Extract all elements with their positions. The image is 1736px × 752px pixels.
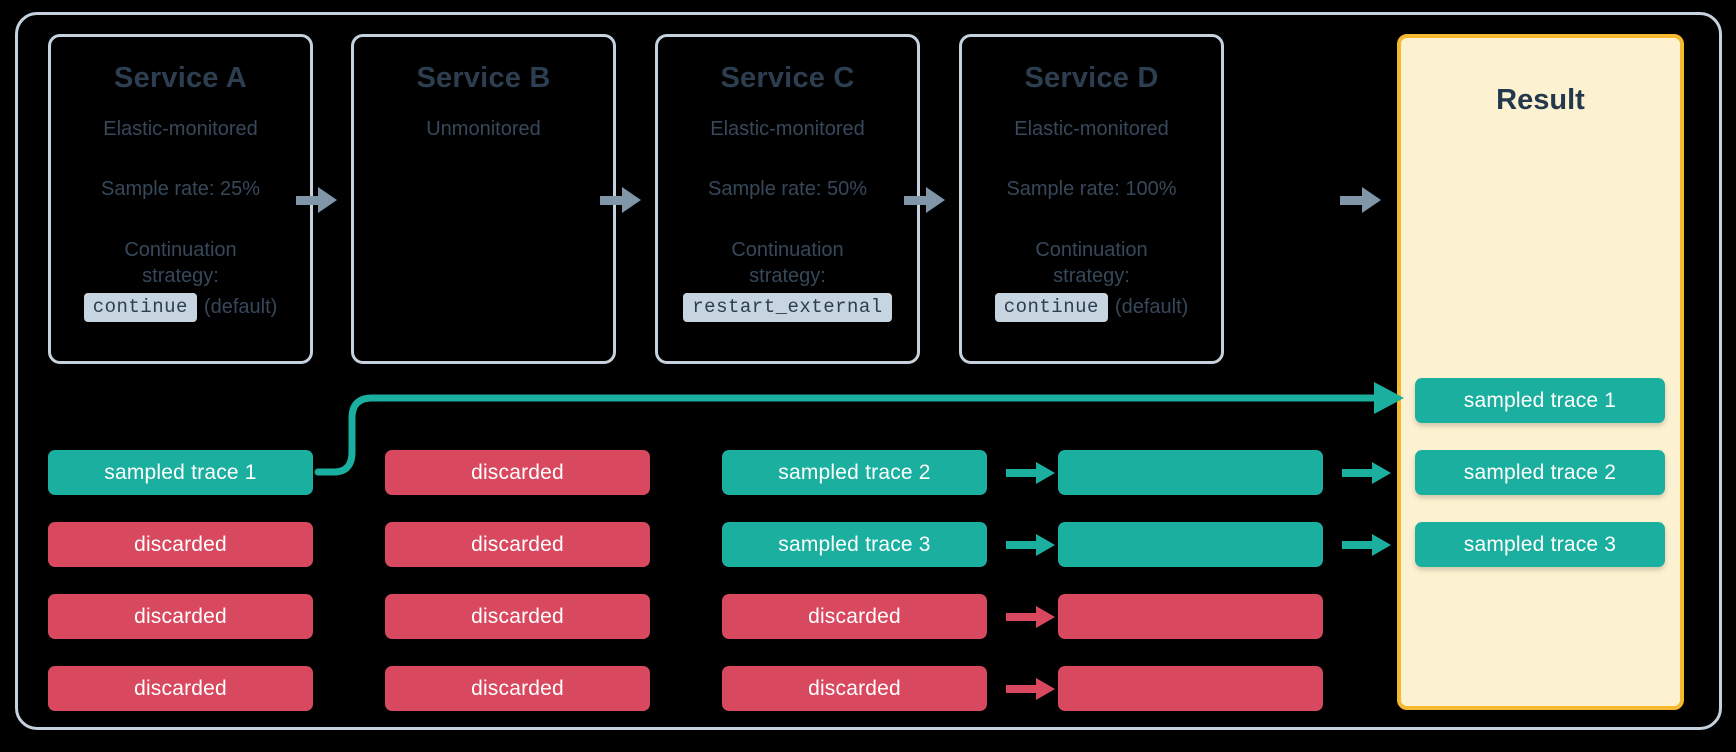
trace-bar-a-row4[interactable]: discarded xyxy=(48,666,313,711)
trace-arrow-c-to-d-row3 xyxy=(1006,606,1058,628)
service-d-continuation-label: Continuation strategy: xyxy=(1035,238,1148,288)
service-c-monitoring: Elastic-monitored xyxy=(710,117,865,140)
service-a-continuation-label: Continuation strategy: xyxy=(124,238,237,288)
trace-bar-a-row1[interactable]: sampled trace 1 xyxy=(48,450,313,495)
trace-arrow-d-to-result-row2 xyxy=(1342,534,1394,556)
service-a-continuation-value: continue xyxy=(83,292,197,322)
arrow-right-icon xyxy=(600,196,624,205)
service-b-monitoring: Unmonitored xyxy=(426,117,541,140)
result-trace-bar-3[interactable]: sampled trace 3 xyxy=(1415,522,1665,567)
service-a-title: Service A xyxy=(114,62,247,94)
service-a-continuation-row: continue (default) xyxy=(83,292,278,322)
trace-arrow-d-to-result-row1 xyxy=(1342,462,1394,484)
service-c-continuation-row: restart_external xyxy=(683,292,892,322)
arrow-right-icon xyxy=(1006,613,1040,621)
trace-bar-d-row2[interactable] xyxy=(1058,522,1323,567)
trace-bar-b-row3[interactable]: discarded xyxy=(385,594,650,639)
trace-arrow-c-to-d-row1 xyxy=(1006,462,1058,484)
trace-bar-b-row2[interactable]: discarded xyxy=(385,522,650,567)
result-title: Result xyxy=(1496,84,1585,116)
service-c-continuation-value: restart_external xyxy=(683,292,892,322)
service-box-c[interactable]: Service C Elastic-monitored Sample rate:… xyxy=(655,34,920,364)
service-d-sample-rate: Sample rate: 100% xyxy=(1006,177,1177,200)
result-trace-bar-1[interactable]: sampled trace 1 xyxy=(1415,378,1665,423)
service-d-continuation-note: (default) xyxy=(1114,295,1189,318)
arrow-right-icon xyxy=(1340,196,1364,205)
service-flow-arrow-c-to-d xyxy=(904,187,945,213)
trace-bar-c-row1[interactable]: sampled trace 2 xyxy=(722,450,987,495)
service-a-sample-rate: Sample rate: 25% xyxy=(101,177,260,200)
trace-bar-d-row3[interactable] xyxy=(1058,594,1323,639)
service-b-title: Service B xyxy=(416,62,551,94)
trace-bar-d-row1[interactable] xyxy=(1058,450,1323,495)
trace-bar-b-row4[interactable]: discarded xyxy=(385,666,650,711)
trace-bar-d-row4[interactable] xyxy=(1058,666,1323,711)
trace-arrow-c-to-d-row4 xyxy=(1006,678,1058,700)
service-a-continuation-note: (default) xyxy=(203,295,278,318)
arrow-right-icon xyxy=(1342,541,1376,549)
service-d-title: Service D xyxy=(1024,62,1159,94)
trace-bar-a-row3[interactable]: discarded xyxy=(48,594,313,639)
service-d-continuation-row: continue (default) xyxy=(994,292,1189,322)
service-box-d[interactable]: Service D Elastic-monitored Sample rate:… xyxy=(959,34,1224,364)
arrow-right-icon xyxy=(1342,469,1376,477)
service-box-a[interactable]: Service A Elastic-monitored Sample rate:… xyxy=(48,34,313,364)
service-c-title: Service C xyxy=(720,62,855,94)
service-d-continuation-value: continue xyxy=(994,292,1108,322)
service-c-continuation-label: Continuation strategy: xyxy=(731,238,844,288)
service-a-monitoring: Elastic-monitored xyxy=(103,117,258,140)
arrow-right-icon xyxy=(1006,541,1040,549)
arrow-right-icon xyxy=(296,196,320,205)
trace-bar-a-row2[interactable]: discarded xyxy=(48,522,313,567)
service-flow-arrow-b-to-c xyxy=(600,187,641,213)
trace-arrow-c-to-d-row2 xyxy=(1006,534,1058,556)
arrow-right-icon xyxy=(1006,685,1040,693)
trace-bar-c-row2[interactable]: sampled trace 3 xyxy=(722,522,987,567)
result-panel: Result xyxy=(1397,34,1684,710)
trace-bar-c-row4[interactable]: discarded xyxy=(722,666,987,711)
service-d-monitoring: Elastic-monitored xyxy=(1014,117,1169,140)
service-box-b[interactable]: Service B Unmonitored xyxy=(351,34,616,364)
service-flow-arrow-d-to-result xyxy=(1340,187,1381,213)
trace-bar-b-row1[interactable]: discarded xyxy=(385,450,650,495)
trace-bar-c-row3[interactable]: discarded xyxy=(722,594,987,639)
arrow-right-icon xyxy=(904,196,928,205)
service-c-sample-rate: Sample rate: 50% xyxy=(708,177,867,200)
arrow-right-icon xyxy=(1006,469,1040,477)
service-flow-arrow-a-to-b xyxy=(296,187,337,213)
result-trace-bar-2[interactable]: sampled trace 2 xyxy=(1415,450,1665,495)
